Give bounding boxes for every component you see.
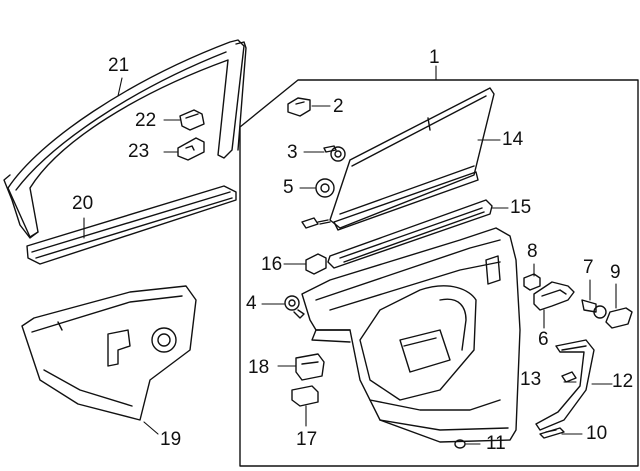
- part-4-pushpin: [284, 295, 305, 319]
- part-22-clip: [179, 109, 205, 131]
- callout-13: 13: [520, 369, 542, 390]
- part-6-handle: [533, 281, 575, 311]
- callout-20: 20: [72, 193, 94, 214]
- part-8-clip: [523, 273, 541, 291]
- part-7-bolt: [581, 299, 607, 319]
- callout-12: 12: [612, 371, 634, 392]
- callout-14: 14: [502, 129, 524, 150]
- part-10-strip: [539, 427, 565, 439]
- callout-21: 21: [108, 55, 130, 76]
- callout-18: 18: [248, 357, 270, 378]
- callout-10: 10: [586, 423, 608, 444]
- part-18-switch: [295, 353, 325, 381]
- callout-5: 5: [283, 177, 294, 198]
- door-trim-panel: [301, 227, 521, 443]
- callout-4: 4: [246, 293, 257, 314]
- callout-23: 23: [128, 141, 150, 162]
- part-20-belt-molding: [26, 185, 237, 265]
- part-16-clip: [305, 253, 327, 275]
- leader-lines: [83, 65, 617, 445]
- part-3-screw: [323, 145, 346, 162]
- part-13-clip: [561, 371, 577, 383]
- callout-16: 16: [261, 254, 283, 275]
- callout-7: 7: [583, 257, 594, 278]
- part-2-retainer: [287, 97, 311, 117]
- part-19-deflector: [21, 285, 197, 421]
- part-11-fastener: [454, 439, 466, 449]
- part-17-light: [291, 385, 319, 407]
- part-21-window-channel: [3, 39, 247, 239]
- callout-19: 19: [160, 429, 182, 450]
- callout-1: 1: [429, 47, 440, 68]
- part-14-sunshade: [329, 87, 495, 231]
- callout-11: 11: [486, 433, 506, 454]
- part-12-molding: [535, 339, 595, 431]
- callout-22: 22: [135, 110, 157, 131]
- callout-2: 2: [333, 96, 344, 117]
- part-23-clip: [177, 137, 205, 161]
- callout-17: 17: [296, 429, 318, 450]
- callout-3: 3: [287, 142, 298, 163]
- callout-15: 15: [510, 197, 532, 218]
- part-5-nut: [315, 178, 335, 198]
- callout-6: 6: [538, 329, 549, 350]
- part-15-upper-trim: [327, 199, 493, 269]
- part-9-cap: [605, 307, 633, 329]
- part-screw-upper: [301, 217, 331, 229]
- callout-9: 9: [610, 262, 621, 283]
- callout-8: 8: [527, 241, 538, 262]
- assembly-boundary: [239, 79, 639, 467]
